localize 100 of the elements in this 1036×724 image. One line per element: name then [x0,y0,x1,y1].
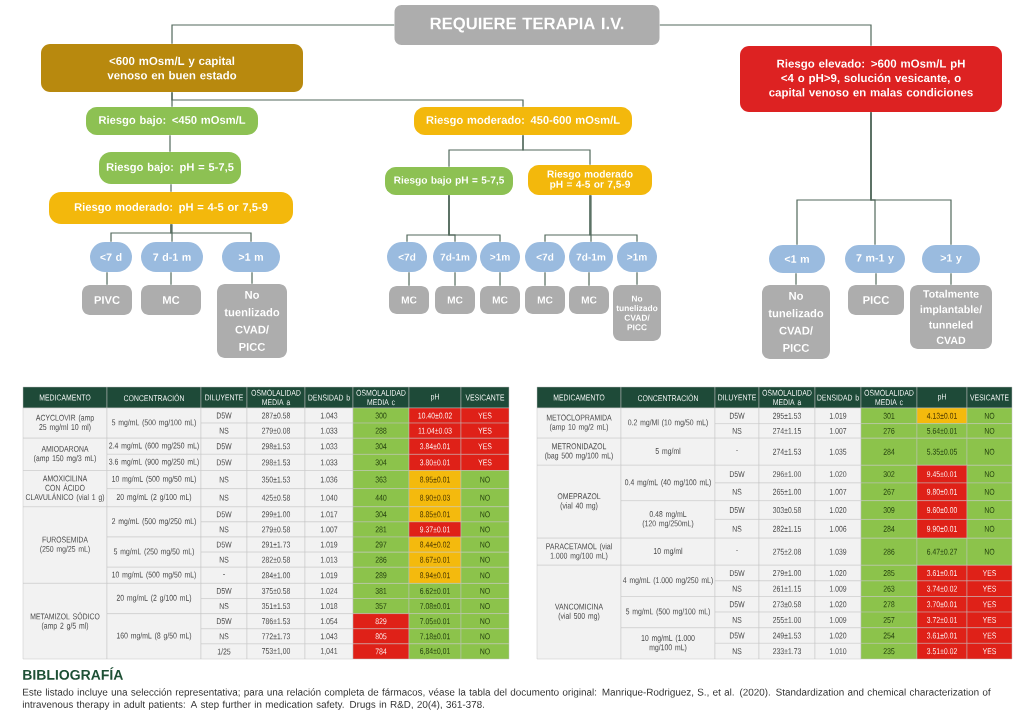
table-cell: NS [714,643,760,660]
table-cell: 1.018 [304,598,354,614]
reference-text: Este listado incluye una selección representativa; para una relación completa de fármacos, véase la tabla del documento original: Manrique-Rodriguez, S., et al. (2020). Standardization and chemical characterization of intravenous therapy in adult patients: A step further in medication safety. Drugs in R&D, 20(4), 361-378. [22,688,991,710]
table-cell: 5.64±0.01 [916,423,968,439]
table-cell: 257 [860,611,918,628]
duration-pill: >1 m [222,242,280,272]
risk-box: Riesgo bajo: pH = 5-7,5 [99,152,241,184]
table-cell: 286 [860,537,918,566]
connector-line [171,91,524,108]
table-cell: NO [460,551,510,568]
connector-line [795,272,797,286]
connector-line [170,271,172,286]
duration-pill: 7d-1m [569,242,613,272]
table-cell: 9.90±0.01 [916,519,968,539]
table-cell: 265±1.00 [758,482,816,501]
header-cell: OSMOLALIDAD MEDIA a [758,386,816,409]
table-cell: METAMIZOL SÓDICO (amp 2 g/5 ml) [22,583,108,660]
header-cell: MEDICAMENTO [22,386,108,409]
table-cell: 3.84±0.01 [408,438,462,455]
table-cell: 304 [352,506,410,523]
connector-line [659,24,872,47]
table-cell: 289 [352,567,410,584]
table-cell: 6.47±0.27 [916,537,968,566]
table-cell: 282±0.58 [246,551,306,568]
table-cell: YES [966,580,1013,597]
table-cell: 302 [860,465,918,484]
table-cell: 301 [860,407,918,424]
table-cell: 284±1.00 [246,567,306,584]
table-cell: 351±1.53 [246,598,306,614]
risk-box: Riesgo elevado: >600 mOsm/L pH <4 o pH>9, solución vesicante, o capital venoso en malas condiciones [740,46,1002,112]
table-cell: 3.74±0.02 [916,580,968,597]
table-cell: ACYCLOVIR (amp 25 mg/ml 10 ml) [22,407,108,439]
device-box: No tuenlizado CVAD/ PICC [217,284,287,358]
duration-pill: >1m [480,242,520,272]
table-cell: D5W [200,583,248,599]
table-cell: 11.04±0.03 [408,422,462,439]
risk-box: Riesgo bajo: <450 mOsm/L [86,107,258,135]
table-cell: 350±1.53 [246,470,306,489]
table-cell: 1.043 [304,628,354,645]
table-cell: - [714,437,760,466]
table-cell: NO [460,643,510,660]
table-cell: NO [966,537,1013,566]
table-cell: 1.009 [814,611,862,628]
device-box: No tunelizado CVAD/ PICC [762,285,830,359]
risk-box: Riesgo moderado: pH = 4-5 or 7,5-9 [49,192,293,224]
header-cell: VESICANTE [966,386,1013,409]
table-cell: 295±1.53 [758,407,816,424]
table-cell: 1.019 [304,567,354,584]
device-box: MC [435,286,475,314]
table-cell: 1.040 [304,488,354,507]
table-cell: 5.35±0.05 [916,437,968,466]
table-cell: 784 [352,643,410,660]
table-cell: 440 [352,488,410,507]
table-cell: NS [200,598,248,614]
table-cell: METRONIDAZOL (bag 500 mg/100 mL) [536,437,622,466]
duration-pill: <7 d [90,242,132,272]
table-cell: 233±1.73 [758,643,816,660]
table-cell: 279±0.58 [246,521,306,538]
table-cell: 1.019 [814,407,862,424]
table-cell: NO [460,583,510,599]
device-box: MC [569,286,609,314]
duration-pill: <1 m [769,245,825,273]
device-box: MC [525,286,565,314]
table-cell: 267 [860,482,918,501]
table-cell: YES [966,627,1013,644]
table-cell: PARACETAMOL (vial 1.000 mg/100 mL) [536,537,622,566]
connector-line [589,194,638,243]
table-cell: YES [966,611,1013,628]
table-cell: 3.70±0.01 [916,596,968,613]
device-box: MC [389,286,429,314]
table-cell: NS [200,551,248,568]
connector-line [169,134,171,153]
table-cell: 1.039 [814,537,862,566]
table-cell: D5W [200,454,248,471]
header-cell: DENSIDAD b [814,386,862,409]
connector-line [544,271,546,287]
duration-pill: <7d [387,242,427,272]
connector-line [454,271,456,287]
header-cell: OSMOLALIDAD MEDIA c [860,386,918,409]
table-cell: NS [200,488,248,507]
table-cell: 9.80±0.01 [916,482,968,501]
table-cell: - [200,567,248,584]
table-cell: 279±1.00 [758,565,816,582]
table-cell: 279±0.08 [246,422,306,439]
table-cell: METOCLOPRAMIDA (amp 10 mg/2 mL) [536,407,622,439]
table-cell: 9.45±0.01 [916,465,968,484]
table-cell: NO [966,407,1013,424]
table-cell: 1.054 [304,613,354,629]
header-cell: OSMOLALIDAD MEDIA a [246,386,306,409]
table-cell: D5W [200,506,248,523]
table-cell: 6.62±0.01 [408,583,462,599]
table-cell: 8.85±0.01 [408,506,462,523]
section-heading: BIBLIOGRAFÍA [23,667,123,680]
table-cell: NS [714,423,760,439]
table-cell: 1.033 [304,438,354,455]
connector-line [636,271,638,286]
table-cell: 7.18±0.01 [408,628,462,645]
duration-pill: >1 y [922,245,980,273]
connector-line [950,272,952,286]
table-cell: 3.61±0.01 [916,627,968,644]
